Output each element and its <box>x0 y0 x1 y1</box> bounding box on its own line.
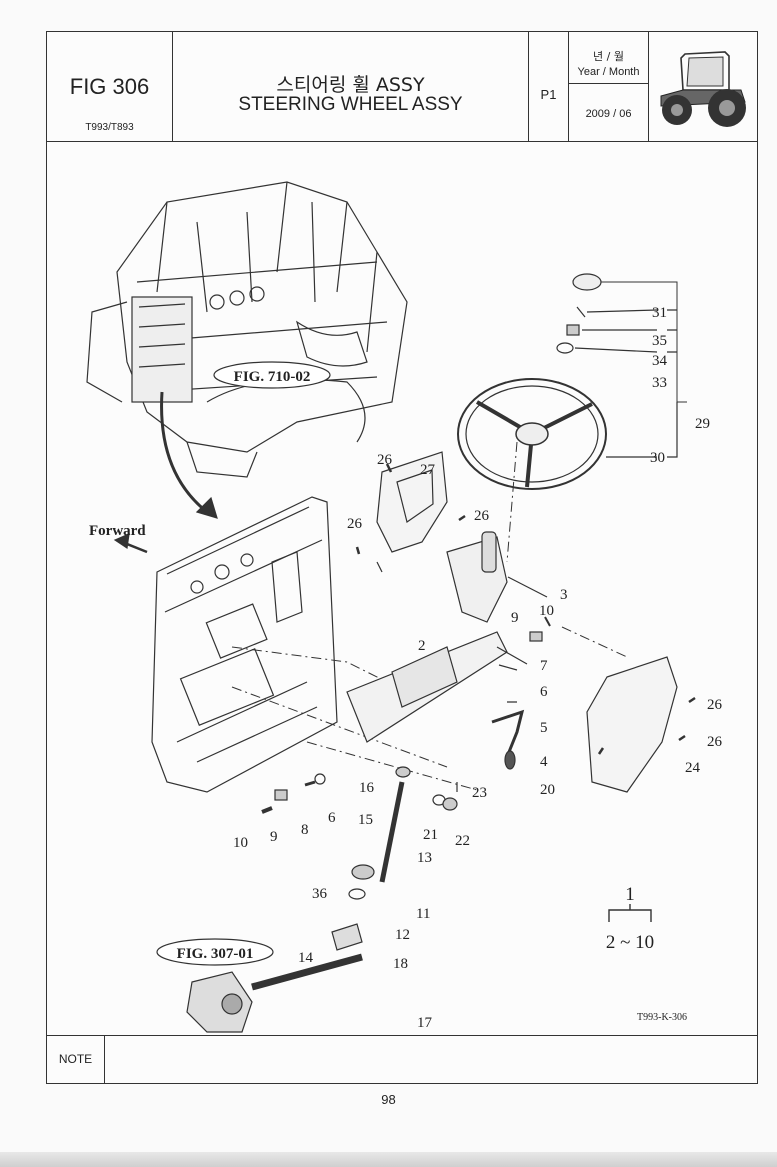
callout-23: 23 <box>472 785 487 801</box>
date-label-korean: 년 / 월 <box>593 50 624 63</box>
column-cover-lower <box>586 656 678 793</box>
callout-27: 27 <box>420 462 436 478</box>
callout-21: 21 <box>423 827 438 843</box>
lever-knob <box>504 750 516 770</box>
callout-11: 11 <box>416 906 430 922</box>
fig-cell: FIG 306 T993/T893 <box>47 32 173 141</box>
callout-20: 20 <box>540 782 555 798</box>
note-row: NOTE <box>47 1035 757 1083</box>
callout-10b: 10 <box>233 835 248 851</box>
callout-29: 29 <box>695 416 710 432</box>
page-frame: FIG 306 T993/T893 스티어링 휠 ASSY STEERING W… <box>46 31 758 1084</box>
callout-24: 24 <box>685 760 701 776</box>
tractor-icon <box>660 51 746 127</box>
callout-numbers: 31 35 34 33 29 30 26 27 26 26 3 9 10 2 7… <box>233 305 723 1031</box>
universal-joint <box>331 923 363 951</box>
callout-3: 3 <box>560 587 568 603</box>
callout-34: 34 <box>652 353 668 369</box>
fig-ref-2: FIG. 307-01 <box>177 946 254 962</box>
legend-bottom: 2 ~ 10 <box>606 932 654 953</box>
callout-9b: 9 <box>270 829 278 845</box>
pin-part <box>576 306 586 318</box>
date-cell: 년 / 월 Year / Month 2009 / 06 <box>569 32 649 141</box>
callout-26a: 26 <box>377 452 393 468</box>
drawing-code: T993-K-306 <box>637 1012 687 1023</box>
steering-pump <box>186 971 253 1033</box>
pointer-arrow <box>160 391 208 514</box>
column-cover-upper <box>376 451 448 553</box>
exploded-parts-diagram: FIG. 710-02 FIG. 307-01 Forward 31 35 34… <box>86 181 723 1033</box>
note-label: NOTE <box>47 1036 105 1083</box>
callout-12: 12 <box>395 927 410 943</box>
callout-15: 15 <box>358 812 373 828</box>
steering-bracket <box>446 536 508 623</box>
callout-26c: 26 <box>347 516 363 532</box>
callout-26e: 26 <box>707 734 723 750</box>
title-english: STEERING WHEEL ASSY <box>238 94 463 115</box>
callout-13: 13 <box>417 850 432 866</box>
legend-top: 1 <box>625 884 635 905</box>
title-cell: 스티어링 휠 ASSY STEERING WHEEL ASSY <box>173 32 529 141</box>
date-label-box: 년 / 월 Year / Month <box>569 32 648 84</box>
callout-6a: 6 <box>540 684 548 700</box>
callout-8: 8 <box>301 822 309 838</box>
legend-bracket <box>608 904 652 922</box>
bearing-part <box>351 864 375 880</box>
forward-label: Forward <box>89 523 146 539</box>
page-number: 98 <box>381 1092 396 1107</box>
callout-9a: 9 <box>511 610 519 626</box>
page-ref-cell: P1 <box>529 32 569 141</box>
date-value: 2009 / 06 <box>585 108 632 120</box>
cab-frame-drawing <box>86 181 408 478</box>
pointer-arrowhead <box>195 496 218 519</box>
washer-part <box>556 342 574 354</box>
callout-26b: 26 <box>474 508 490 524</box>
fig-ref-1: FIG. 710-02 <box>234 369 311 385</box>
lower-shaft <box>251 953 363 991</box>
clip-part <box>348 888 366 900</box>
callout-16: 16 <box>359 780 375 796</box>
cap-part <box>572 273 602 291</box>
callout-2: 2 <box>418 638 426 654</box>
model-number: T993/T893 <box>85 122 134 133</box>
date-label-english: Year / Month <box>577 66 640 78</box>
callout-14: 14 <box>298 950 314 966</box>
fig-ref-balloon-2 <box>156 938 274 966</box>
tractor-image-cell <box>649 32 757 141</box>
switch-part <box>274 789 288 801</box>
dashboard-panel-drawing <box>151 496 338 793</box>
callout-4: 4 <box>540 754 548 770</box>
fig-ref-balloon-1 <box>213 361 331 389</box>
callout-33: 33 <box>652 375 667 391</box>
forward-arrowhead <box>113 533 130 550</box>
callout-22: 22 <box>455 833 470 849</box>
callout-18: 18 <box>393 956 408 972</box>
page-ref: P1 <box>540 87 557 102</box>
fig-number: FIG 306 <box>69 74 150 99</box>
callout-30: 30 <box>650 450 665 466</box>
callout-5: 5 <box>540 720 548 736</box>
callout-26d: 26 <box>707 697 723 713</box>
steering-shaft <box>379 781 405 883</box>
steering-wheel-drawing <box>457 378 607 490</box>
callout-35: 35 <box>652 333 667 349</box>
scan-edge <box>0 1152 777 1167</box>
callout-6b: 6 <box>328 810 336 826</box>
nut-part <box>566 324 580 336</box>
callout-17: 17 <box>417 1015 433 1031</box>
callout-36: 36 <box>312 886 328 902</box>
title-block: FIG 306 T993/T893 스티어링 휠 ASSY STEERING W… <box>47 32 757 142</box>
callout-7: 7 <box>540 658 548 674</box>
centerlines <box>231 441 628 791</box>
title-korean: 스티어링 휠 ASSY <box>276 74 425 96</box>
callout-31: 31 <box>652 305 667 321</box>
tilt-lever <box>491 709 525 753</box>
callout-10a: 10 <box>539 603 554 619</box>
